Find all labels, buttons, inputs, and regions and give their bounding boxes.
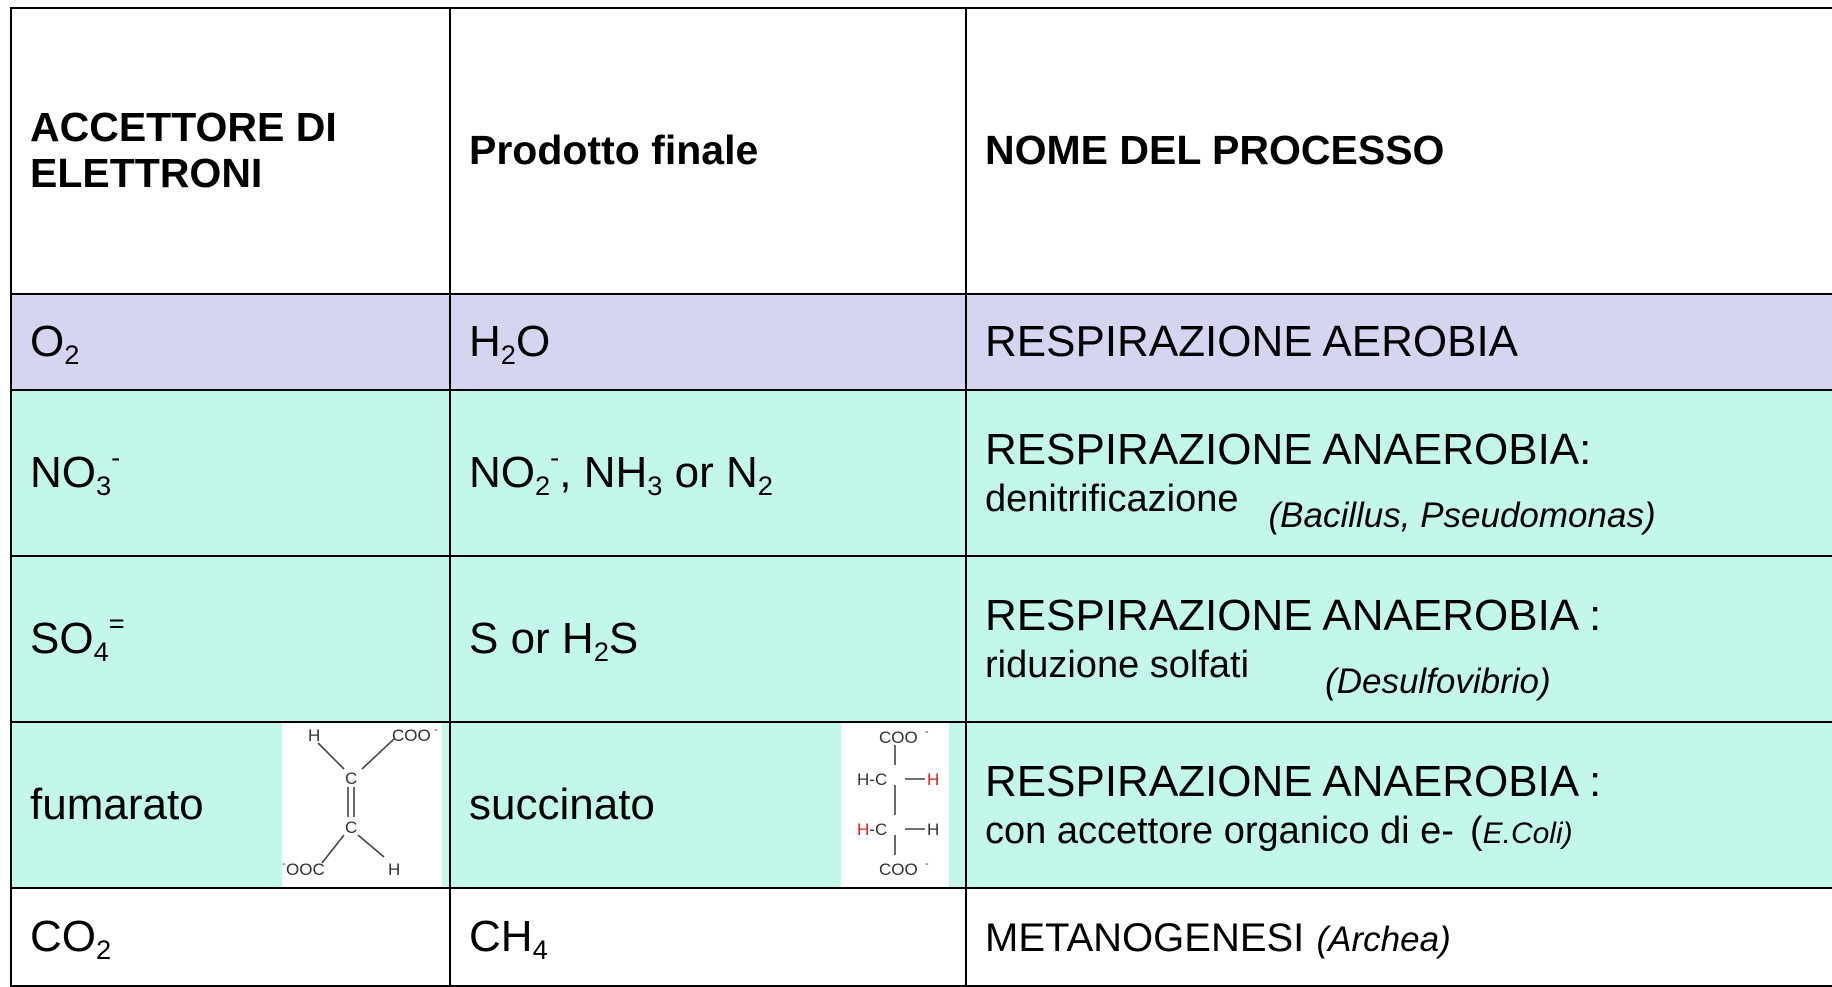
formula-base: CO — [30, 911, 96, 961]
process-cell: RESPIRAZIONE ANAEROBIA : con accettore o… — [965, 721, 1832, 889]
header-process: NOME DEL PROCESSO — [965, 7, 1832, 295]
process-name: METANOGENESI — [985, 915, 1305, 960]
formula-base: SO — [30, 613, 94, 663]
fumarate-charge-top: - — [434, 724, 438, 736]
formula-sub: 2 — [593, 635, 609, 667]
electron-acceptor-table: ACCETTORE DI ELETTRONI Prodotto finale N… — [10, 7, 1832, 987]
fumarate-structure: H COO - C C - OOC H — [282, 723, 442, 887]
organism-label: E.Coli) — [1482, 816, 1573, 850]
fumarate-c-bottom: C — [345, 818, 357, 837]
process-cell: RESPIRAZIONE ANAEROBIA : riduzione solfa… — [965, 555, 1832, 723]
product-cell: H2O — [449, 293, 967, 391]
process-name: RESPIRAZIONE ANAEROBIA: — [985, 424, 1592, 474]
product-cell: S or H2S — [449, 555, 967, 723]
fumarate-ooc-bottom: OOC — [286, 860, 325, 879]
header-acceptor: ACCETTORE DI ELETTRONI — [10, 7, 451, 295]
table-row-co2: CO2 CH4 METANOGENESI (Archea) — [10, 887, 1832, 987]
formula-sub: 2 — [64, 338, 80, 370]
acceptor-cell: O2 — [10, 293, 451, 391]
process-detail: riduzione solfati (Desulfovibrio) — [985, 643, 1832, 701]
formula-base: or N — [662, 447, 758, 497]
formula-tail: O — [515, 316, 551, 366]
succinate-h-red-1: H — [927, 770, 939, 789]
table-row-fumarate: fumarato H COO - C — [10, 721, 1832, 889]
formula-charge: = — [108, 607, 125, 639]
fumarate-h-bottom: H — [388, 860, 400, 879]
process-detail: denitrificazione (Bacillus, Pseudomonas) — [985, 477, 1832, 535]
formula-base: NO — [30, 447, 96, 497]
process-name: RESPIRAZIONE ANAEROBIA : — [985, 590, 1602, 640]
acceptor-cell: SO4= — [10, 555, 451, 723]
formula-base: NO — [469, 447, 535, 497]
table-row-so4: SO4= S or H2S RESPIRAZIONE ANAEROBIA : r… — [10, 555, 1832, 723]
process-cell: RESPIRAZIONE ANAEROBIA: denitrificazione… — [965, 389, 1832, 557]
formula-base: CH — [469, 911, 533, 961]
header-product-text: Prodotto finale — [469, 127, 759, 174]
succinate-c-2: -C — [869, 820, 887, 839]
table-row-no3: NO3- NO2-, NH3 or N2 RESPIRAZIONE ANAERO… — [10, 389, 1832, 557]
header-acceptor-text: ACCETTORE DI ELETTRONI — [30, 104, 337, 196]
process-detail: con accettore organico di e- (E.Coli) — [985, 809, 1832, 855]
organism-label: (Archea) — [1316, 919, 1451, 959]
header-process-text: NOME DEL PROCESSO — [985, 127, 1445, 174]
process-name: RESPIRAZIONE AEROBIA — [985, 316, 1519, 366]
formula-sub: 3 — [647, 469, 663, 501]
organism-paren: ( — [1469, 809, 1483, 852]
formula-sub: 2 — [500, 338, 516, 370]
formula-base: , NH — [559, 447, 648, 497]
formula-sub: 4 — [532, 933, 548, 965]
formula-base: S or H — [469, 613, 594, 663]
acceptor-cell: CO2 — [10, 887, 451, 987]
formula-tail: S — [608, 613, 639, 663]
formula-sub: 4 — [93, 635, 109, 667]
process-subtype: denitrificazione — [985, 477, 1239, 520]
fumarate-h-top: H — [308, 726, 320, 745]
formula-sub: 2 — [96, 933, 112, 965]
formula-sub: 2 — [535, 469, 551, 501]
succinate-structure-svg: COO - H-C H H-C H COO - — [857, 726, 939, 879]
formula-base: H — [469, 316, 501, 366]
organism-label: (Desulfovibrio) — [1325, 661, 1551, 701]
acceptor-name: fumarato — [30, 779, 204, 829]
succinate-hc-2: H-C — [857, 820, 887, 839]
process-cell: METANOGENESI (Archea) — [965, 887, 1832, 987]
table-row-o2: O2 H2O RESPIRAZIONE AEROBIA — [10, 293, 1832, 391]
process-name: RESPIRAZIONE ANAEROBIA : — [985, 756, 1602, 806]
succinate-hc-1: H-C — [857, 770, 887, 789]
formula-base: O — [30, 316, 65, 366]
product-cell: CH4 — [449, 887, 967, 987]
organism-label: (Bacillus, Pseudomonas) — [1268, 495, 1656, 535]
acceptor-cell: fumarato H COO - C — [10, 721, 451, 889]
fumarate-c-top: C — [345, 769, 357, 788]
fumarate-coo-top: COO — [392, 726, 431, 745]
fumarate-structure-svg: H COO - C C - OOC H — [282, 724, 438, 879]
product-name: succinato — [469, 779, 655, 829]
product-cell: succinato COO - H-C H H-C — [449, 721, 967, 889]
formula-sub: 2 — [757, 469, 773, 501]
fumarate-charge-bottom: - — [282, 858, 286, 870]
succinate-h-red-2: H — [857, 820, 869, 839]
process-subtype: con accettore organico di e- — [985, 809, 1454, 852]
header-row: ACCETTORE DI ELETTRONI Prodotto finale N… — [10, 7, 1832, 295]
succinate-h-2: H — [927, 820, 939, 839]
process-subtype: riduzione solfati — [985, 643, 1250, 686]
process-cell: RESPIRAZIONE AEROBIA — [965, 293, 1832, 391]
acceptor-cell: NO3- — [10, 389, 451, 557]
header-product: Prodotto finale — [449, 7, 967, 295]
succinate-charge-top: - — [925, 726, 929, 738]
succinate-coo-bottom: COO — [879, 860, 918, 879]
formula-sub: 3 — [96, 469, 112, 501]
succinate-charge-bottom: - — [925, 858, 929, 870]
formula-charge: - — [111, 441, 121, 473]
succinate-structure: COO - H-C H H-C H COO - — [841, 723, 949, 887]
product-cell: NO2-, NH3 or N2 — [449, 389, 967, 557]
succinate-coo-top: COO — [879, 728, 918, 747]
formula-charge: - — [550, 441, 560, 473]
